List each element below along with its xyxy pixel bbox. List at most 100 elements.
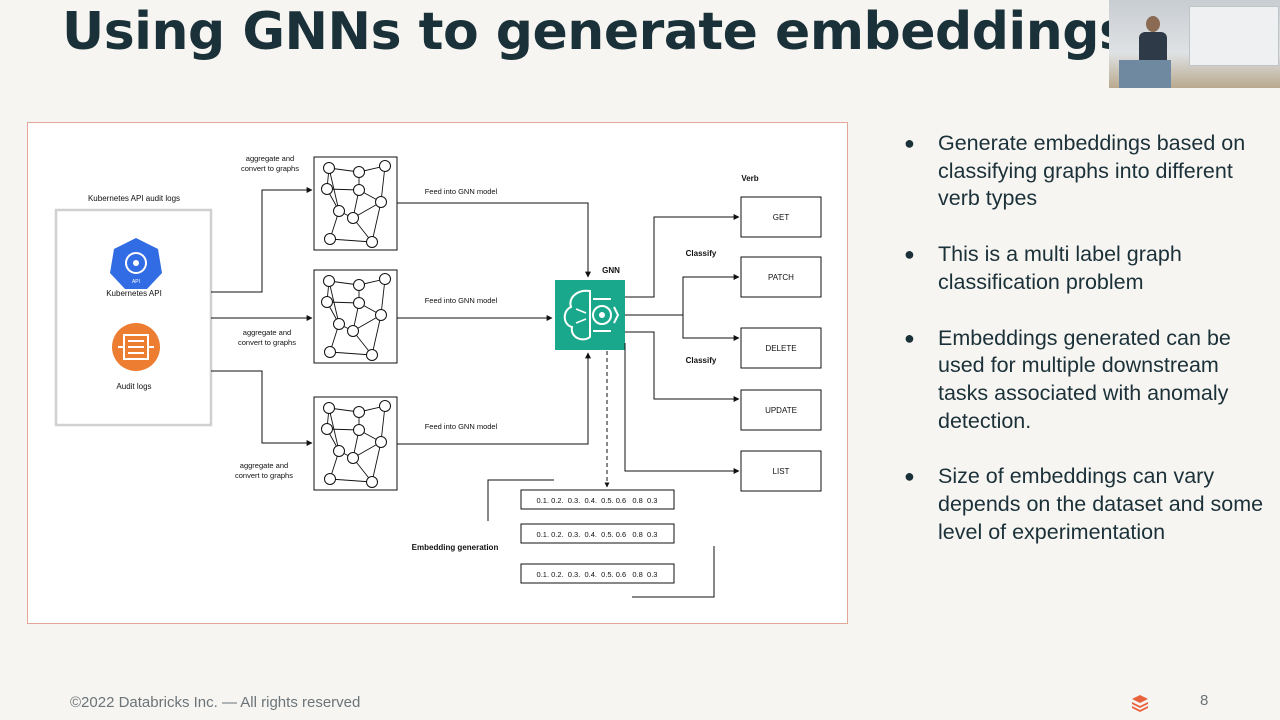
aggregate-label-mid-2: convert to graphs (238, 338, 296, 347)
graph-node (379, 273, 391, 285)
kubernetes-icon-text: API (132, 279, 140, 285)
connector-to-graph-3 (211, 370, 313, 446)
connector-to-delete (682, 315, 740, 341)
speaker-body (1139, 32, 1167, 62)
embedding-vector-2: 0.1. 0.2. 0.3. 0.4. 0.5. 0.6 0.8 0.3 (520, 523, 675, 544)
graph-node (366, 476, 378, 488)
graph-node (375, 196, 387, 208)
graph-edge (380, 165, 386, 203)
verb-box-delete: DELETE (740, 327, 822, 369)
graph-node (333, 445, 345, 457)
embedding-vector-3-text: 0.1. 0.2. 0.3. 0.4. 0.5. 0.6 0.8 0.3 (537, 570, 658, 579)
speaker-head (1146, 16, 1160, 32)
connector-to-patch (625, 274, 740, 316)
bullet-text: Embeddings generated can be used for mul… (938, 325, 1231, 433)
graph-node (366, 349, 378, 361)
graph-node (353, 406, 365, 418)
graph-node (333, 318, 345, 330)
bullet-item: ● Embeddings generated can be used for mu… (900, 325, 1270, 436)
verb-update-label: UPDATE (765, 406, 797, 415)
graph-node (347, 212, 359, 224)
podium (1119, 60, 1171, 88)
embedding-bracket-top (487, 479, 554, 521)
aggregate-label-bottom-2: convert to graphs (235, 471, 293, 480)
connector-to-update (625, 331, 740, 402)
bullet-dot-icon: ● (904, 133, 915, 153)
verb-box-update: UPDATE (740, 389, 822, 431)
verb-patch-label: PATCH (768, 273, 794, 282)
feed-arrow-3 (397, 352, 591, 445)
graph-edge (328, 167, 340, 212)
graph-edge (371, 441, 382, 483)
embedding-vector-1: 0.1. 0.2. 0.3. 0.4. 0.5. 0.6 0.8 0.3 (520, 489, 675, 510)
connector-to-get (625, 214, 740, 298)
aggregate-label-bottom-1: aggregate and (240, 461, 288, 470)
bullet-text: Generate embeddings based on classifying… (938, 131, 1246, 211)
graph-node (321, 423, 333, 435)
slide-title: Using GNNs to generate embeddings (62, 2, 1130, 62)
projector-screen (1189, 6, 1279, 66)
graph-node (321, 296, 333, 308)
databricks-logo-icon (1132, 695, 1148, 712)
graph-node (353, 297, 365, 309)
feed-label-1: Feed into GNN model (425, 187, 498, 196)
graph-node (353, 166, 365, 178)
page-number: 8 (1200, 692, 1209, 709)
graph-edge (380, 405, 386, 443)
graph-edge (328, 407, 340, 452)
connector-to-graph-1 (211, 187, 313, 293)
verb-box-get: GET (740, 196, 822, 238)
classify-label-top: Classify (686, 249, 717, 258)
graph-node (353, 184, 365, 196)
embedding-vector-2-text: 0.1. 0.2. 0.3. 0.4. 0.5. 0.6 0.8 0.3 (537, 530, 658, 539)
graph-node (333, 205, 345, 217)
graph-node (321, 183, 333, 195)
verb-box-patch: PATCH (740, 256, 822, 298)
verb-box-list: LIST (740, 450, 822, 492)
bullet-dot-icon: ● (904, 327, 915, 348)
graph-node (347, 452, 359, 464)
graph-edge (328, 280, 340, 325)
graph-node (323, 162, 335, 174)
graph-edge (371, 201, 382, 243)
aggregate-label-top-1: aggregate and (246, 154, 294, 163)
bullet-text: Size of embeddings can vary depends on t… (938, 464, 1264, 544)
audit-logs-label: Audit logs (116, 382, 151, 391)
gnn-brain-icon (555, 280, 625, 350)
verb-header: Verb (741, 174, 758, 183)
connector-to-list (624, 343, 740, 474)
embedding-generation-label: Embedding generation (412, 543, 499, 552)
kubernetes-icon: API (110, 238, 162, 289)
graph-box-1 (313, 156, 398, 251)
graph-node (324, 473, 336, 485)
bullet-text: This is a multi label graph classificati… (938, 242, 1182, 294)
source-box-title: Kubernetes API audit logs (88, 194, 180, 203)
graph-node (366, 236, 378, 248)
graph-edge (329, 238, 373, 243)
graph-edge (371, 314, 382, 356)
verb-list-label: LIST (773, 467, 790, 476)
graph-box-3 (313, 396, 398, 491)
embedding-vector-3: 0.1. 0.2. 0.3. 0.4. 0.5. 0.6 0.8 0.3 (520, 563, 675, 584)
graph-node (353, 279, 365, 291)
graph-node (375, 436, 387, 448)
bullet-list: ● Generate embeddings based on classifyin… (900, 130, 1270, 574)
graph-box-2 (313, 269, 398, 364)
graph-edge (329, 478, 373, 483)
feed-arrow-1 (397, 202, 591, 278)
gnn-diagram: Kubernetes API audit logs API Kubernetes… (54, 154, 822, 598)
graph-node (324, 346, 336, 358)
diagram-frame: Kubernetes API audit logs API Kubernetes… (27, 122, 848, 624)
graph-edge (329, 351, 373, 356)
bullet-item: ●Size of embeddings can vary depends on … (900, 463, 1270, 546)
verb-get-label: GET (773, 213, 790, 222)
verb-delete-label: DELETE (765, 344, 796, 353)
embedding-bracket-bottom (632, 546, 715, 598)
speaker-video-thumbnail (1109, 0, 1280, 88)
kubernetes-api-label: Kubernetes API (106, 289, 162, 298)
feed-label-2: Feed into GNN model (425, 296, 498, 305)
gnn-label: GNN (602, 266, 620, 275)
graph-edge (380, 278, 386, 316)
audit-logs-icon (112, 323, 160, 371)
